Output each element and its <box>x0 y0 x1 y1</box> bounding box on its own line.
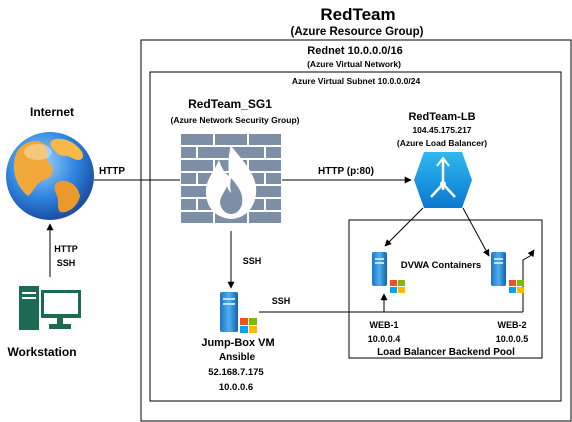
subnet-label: Azure Virtual Subnet 10.0.0.0/24 <box>292 76 421 86</box>
workstation-icon <box>19 286 81 330</box>
page-subtitle: (Azure Resource Group) <box>291 26 424 38</box>
nsg-to-jumpbox-label: SSH <box>243 256 262 266</box>
load-balancer-icon <box>414 152 472 208</box>
jumpbox-private-ip: 10.0.0.6 <box>219 382 253 393</box>
jumpbox-name: Jump-Box VM <box>201 337 274 349</box>
web1-server-icon <box>372 252 405 293</box>
vnet-type: (Azure Virtual Network) <box>307 59 401 69</box>
lb-to-web1-link <box>384 207 424 247</box>
lb-name: RedTeam-LB <box>408 111 475 123</box>
nsg-type: (Azure Network Security Group) <box>171 115 300 125</box>
vnet-name: Rednet 10.0.0.0/16 <box>307 45 402 57</box>
lb-to-web2-link <box>462 207 490 257</box>
globe-icon <box>6 132 94 220</box>
subnet-box <box>149 71 562 402</box>
workstation-protocol-ssh: SSH <box>57 258 76 268</box>
workstation-label: Workstation <box>7 345 76 359</box>
nsg-to-lb-label: HTTP (p:80) <box>318 166 374 177</box>
jumpbox-role: Ansible <box>219 352 256 363</box>
web2-ip: 10.0.0.5 <box>496 334 529 344</box>
lb-type: (Azure Load Balancer) <box>397 138 487 148</box>
web1-ip: 10.0.0.4 <box>368 334 401 344</box>
internet-link-label: HTTP <box>99 166 125 177</box>
jumpbox-to-web-label: SSH <box>272 296 291 306</box>
workstation-protocol-http: HTTP <box>54 244 78 254</box>
web2-server-icon <box>491 252 524 293</box>
internet-label: Internet <box>30 105 74 119</box>
jumpbox-server-icon <box>220 292 257 333</box>
containers-label: DVWA Containers <box>401 260 481 271</box>
backend-pool-box <box>348 219 543 359</box>
firewall-icon <box>180 133 282 230</box>
vnet-box <box>140 39 572 422</box>
web2-name: WEB-2 <box>498 320 527 330</box>
lb-ip: 104.45.175.217 <box>412 125 471 135</box>
nsg-name: RedTeam_SG1 <box>188 97 272 111</box>
jumpbox-public-ip: 52.168.7.175 <box>208 367 264 378</box>
page-title: RedTeam <box>320 5 395 24</box>
jumpbox-to-web2-link <box>522 249 535 312</box>
backend-pool-label: Load Balancer Backend Pool <box>377 347 515 358</box>
web1-name: WEB-1 <box>370 320 399 330</box>
